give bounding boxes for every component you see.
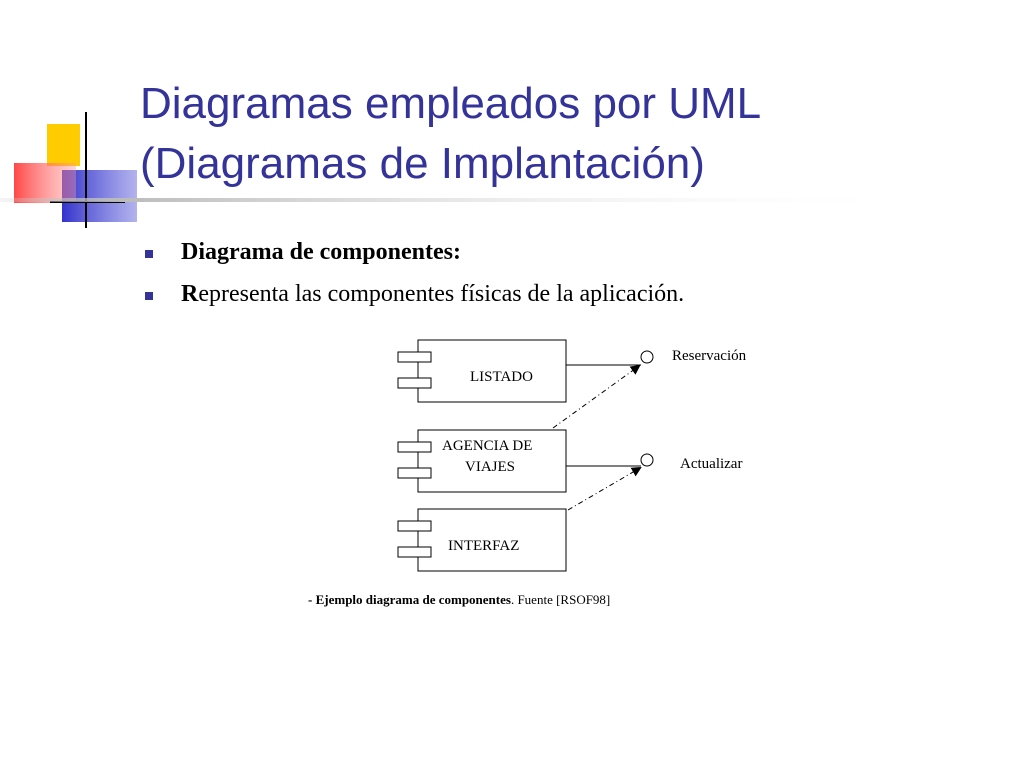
- caption-bold: Ejemplo diagrama de componentes: [315, 592, 511, 607]
- interface-circle-reservacion: [640, 350, 654, 364]
- bullet-1-text: Diagrama de componentes:: [181, 239, 461, 265]
- component-tab: [397, 467, 432, 479]
- bullet-marker: [145, 250, 153, 258]
- component-tab: [397, 546, 432, 558]
- component-tab: [397, 520, 432, 532]
- component-tab: [397, 351, 432, 363]
- title-underline: [0, 198, 1024, 202]
- component-interfaz: INTERFAZ: [397, 508, 567, 572]
- component-tab: [397, 377, 432, 389]
- component-tab: [397, 441, 432, 453]
- component-agencia-label-line-1: AGENCIA DE: [442, 438, 532, 454]
- caption-prefix: -: [308, 592, 316, 607]
- bullet-2-rest: epresenta las componentes físicas de la …: [198, 281, 685, 307]
- component-agencia-label-line-2: VIAJES: [465, 459, 515, 475]
- bullet-2-initial: R: [181, 281, 199, 307]
- page-title-line-2: (Diagramas de Implantación): [140, 139, 705, 188]
- figure-caption: - Ejemplo diagrama de componentes. Fuent…: [308, 592, 610, 608]
- component-listado-label: LISTADO: [470, 369, 533, 385]
- component-listado: LISTADO: [397, 339, 567, 403]
- bullet-2-text: Representa las componentes físicas de la…: [181, 282, 684, 306]
- interface-circle-actualizar: [640, 453, 654, 467]
- deco-red-square: [14, 163, 76, 203]
- page-title-line-1: Diagramas empleados por UML: [140, 79, 762, 128]
- interface-label-actualizar: Actualizar: [680, 456, 742, 472]
- interface-label-reservacion: Reservación: [672, 348, 747, 364]
- component-agencia-de-viajes: AGENCIA DE VIAJES: [397, 429, 567, 493]
- dependency-agencia-to-reservacion: [552, 364, 641, 429]
- caption-rest: . Fuente [RSOF98]: [510, 592, 611, 607]
- deco-yellow-square: [47, 124, 80, 166]
- bullet-marker: [145, 292, 153, 300]
- component-interfaz-label: INTERFAZ: [448, 538, 519, 554]
- dependency-interfaz-to-actualizar: [567, 466, 642, 511]
